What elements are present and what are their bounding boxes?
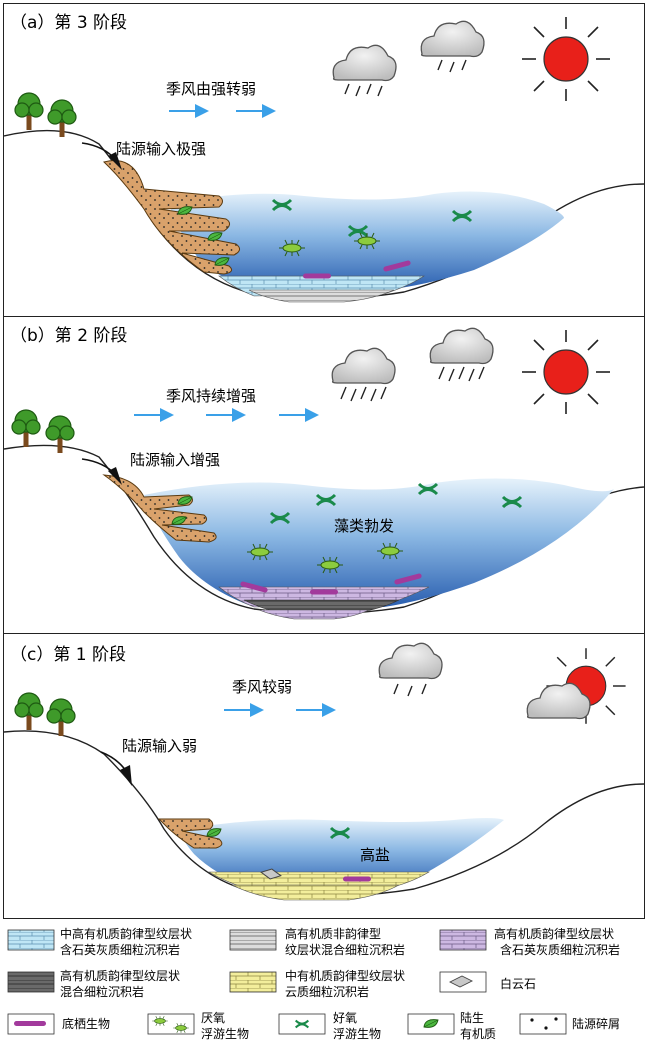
terrestrial-input-label: 陆源输入增强 (130, 451, 220, 469)
legend-swatch (229, 971, 277, 993)
tree-icon (14, 92, 44, 131)
tree-icon (46, 698, 76, 737)
rain-cloud-icon (420, 20, 485, 58)
legend-label: 中有机质韵律型纹层状 (285, 968, 405, 983)
monsoon-label: 季风由强转弱 (166, 80, 256, 98)
high-salinity-label: 高盐 (360, 846, 390, 864)
terrestrial-input-label: 陆源输入弱 (122, 737, 197, 755)
panel-title: （b）第 2 阶段 (10, 326, 127, 346)
monsoon-arrow-icon (205, 407, 247, 423)
legend-label: 底栖生物 (62, 1016, 110, 1031)
legend-label: 浮游生物 (201, 1027, 249, 1041)
legend-swatch (229, 929, 277, 951)
benthic-organism-icon (310, 589, 338, 595)
legend-label: 高有机质非韵律型 (285, 926, 381, 941)
rain-cloud-icon (429, 327, 494, 365)
panel-b-diagram: （b）第 2 阶段 陆源输入增强 季风持续增强 藻类勃发 (3, 326, 645, 620)
tree-icon (47, 99, 77, 138)
legend-label: 高有机质韵律型纹层状 (60, 968, 180, 983)
legend-label: 陆生 (460, 1010, 484, 1025)
sun-icon (521, 16, 611, 102)
sun-icon (521, 329, 611, 415)
benthic-organism-icon (343, 876, 371, 882)
legend-swatch (147, 1013, 195, 1035)
algal-bloom-label: 藻类勃发 (334, 517, 394, 535)
legend-label: 厌氧 (201, 1011, 225, 1025)
monsoon-arrow-icon (295, 702, 337, 718)
panel-stage-3: （a）第 3 阶段 陆源输入极强 季风由强转弱 (3, 3, 645, 317)
monsoon-arrow-icon (278, 407, 320, 423)
panel-title: （c）第 1 阶段 (10, 645, 126, 665)
dolomite-icon (448, 975, 474, 988)
rain-cloud-icon (331, 347, 396, 385)
detritus-dot (554, 1017, 558, 1021)
panel-a-diagram: （a）第 3 阶段 陆源输入极强 季风由强转弱 (3, 13, 645, 303)
legend-label: 有机质 (460, 1027, 496, 1041)
terrestrial-input-label: 陆源输入极强 (116, 140, 206, 158)
legend-label: 陆源碎屑 (572, 1016, 620, 1031)
panel-title: （a）第 3 阶段 (10, 13, 127, 33)
legend-swatch (519, 1013, 567, 1035)
legend: 中高有机质韵律型纹层状 含石英灰质细粒沉积岩 高有机质非韵律型 纹层状混合细粒沉… (0, 924, 650, 1046)
detritus-dot (544, 1026, 548, 1030)
legend-label: 中高有机质韵律型纹层状 (60, 926, 192, 941)
legend-label: 混合细粒沉积岩 (60, 984, 144, 999)
benthic-organism-icon (14, 1021, 46, 1026)
benthic-organism-icon (303, 273, 331, 279)
detritus-dot (530, 1018, 534, 1022)
rain-cloud-icon (378, 642, 443, 680)
dolomite-icon (260, 868, 282, 880)
panel-stage-1: （c）第 1 阶段 陆源输入弱 季风较弱 高盐 (3, 633, 645, 919)
rain-cloud-icon (332, 44, 397, 82)
legend-swatch (7, 929, 55, 951)
legend-label: 浮游生物 (333, 1027, 381, 1041)
legend-swatch (439, 929, 487, 951)
monsoon-label: 季风较弱 (232, 678, 292, 696)
legend-label: 高有机质韵律型纹层状 (494, 926, 614, 941)
tree-icon (11, 409, 41, 448)
legend-label: 好氧 (333, 1011, 357, 1025)
panel-c-diagram: （c）第 1 阶段 陆源输入弱 季风较弱 高盐 (3, 642, 645, 901)
legend-label: 含石英灰质细粒沉积岩 (500, 942, 620, 957)
panel-stage-2: （b）第 2 阶段 陆源输入增强 季风持续增强 藻类勃发 (3, 316, 645, 634)
legend-swatch (7, 971, 55, 993)
tree-icon (14, 692, 44, 731)
legend-label: 纹层状混合细粒沉积岩 (285, 942, 405, 957)
legend-diagram: 中高有机质韵律型纹层状 含石英灰质细粒沉积岩 高有机质非韵律型 纹层状混合细粒沉… (7, 926, 620, 1041)
monsoon-label: 季风持续增强 (166, 387, 256, 405)
monsoon-arrow-icon (235, 103, 277, 119)
monsoon-arrow-icon (133, 407, 175, 423)
legend-label: 白云石 (500, 976, 536, 991)
legend-label: 含石英灰质细粒沉积岩 (60, 942, 180, 957)
monsoon-arrow-icon (223, 702, 265, 718)
monsoon-arrow-icon (168, 103, 210, 119)
legend-label: 云质细粒沉积岩 (285, 984, 369, 999)
